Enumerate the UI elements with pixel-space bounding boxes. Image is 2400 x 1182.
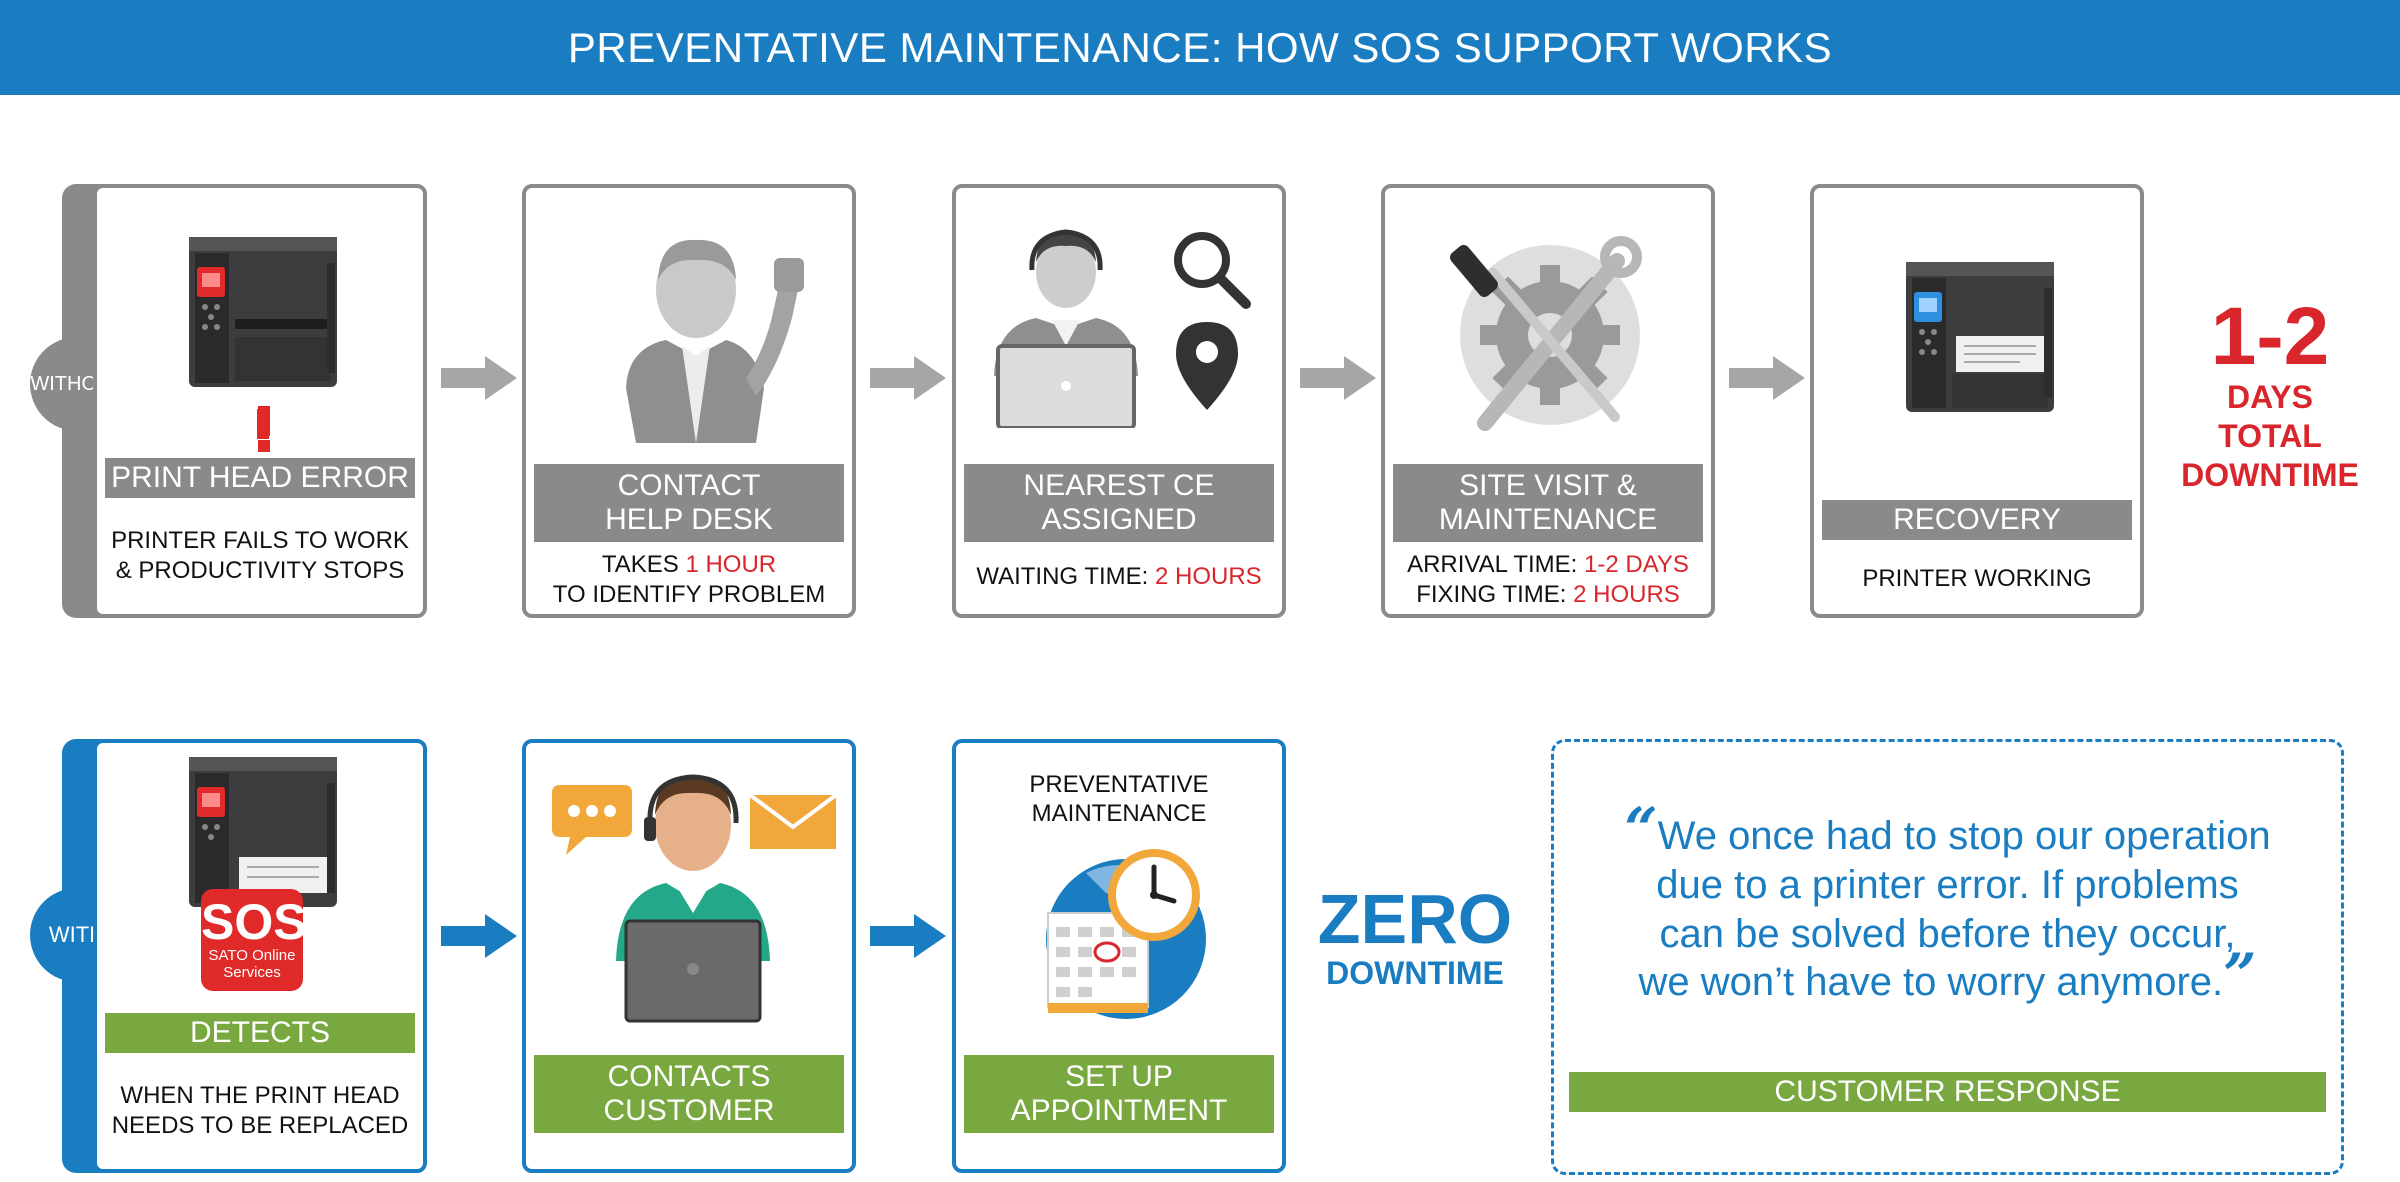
zero-downtime-result: ZERO DOWNTIME	[1300, 884, 1530, 992]
step-title: SITE VISIT &MAINTENANCE	[1393, 464, 1703, 542]
step-detects: SOS SATO Online Services DETECTS WHEN TH…	[93, 739, 427, 1173]
step-description: ARRIVAL TIME: 1-2 DAYS FIXING TIME: 2 HO…	[1407, 551, 1689, 608]
step-title: DETECTS	[105, 1013, 415, 1053]
printer-working-icon	[1906, 262, 2054, 412]
customer-quote-box: “We once had to stop our operation due t…	[1551, 739, 2344, 1175]
downtime-value: 1-2	[2210, 291, 2330, 382]
step-title: PRINT HEAD ERROR	[105, 458, 415, 498]
arrow-right-icon	[441, 914, 517, 958]
arrow-right-icon	[1300, 356, 1376, 400]
search-icon	[1174, 232, 1251, 309]
printer-error-icon	[189, 237, 337, 439]
step-description: TAKES 1 HOUR TO IDENTIFY PROBLEM	[552, 551, 826, 608]
quote-text: “We once had to stop our operation due t…	[1624, 795, 2271, 1010]
step-site-visit-maintenance: SITE VISIT &MAINTENANCE ARRIVAL TIME: 1-…	[1381, 184, 1715, 618]
sos-badge: SOS SATO Online Services	[201, 889, 307, 991]
envelope-icon	[748, 793, 838, 849]
arrow-right-icon	[441, 356, 517, 400]
step-description: WAITING TIME: 2 HOURS	[976, 563, 1262, 590]
calendar-clock-icon	[1046, 849, 1206, 1019]
operator-laptop-icon	[616, 774, 770, 1023]
step-print-head-error: PRINT HEAD ERROR PRINTER FAILS TO WORK& …	[93, 184, 427, 618]
zero-value: ZERO	[1317, 880, 1513, 958]
tools-gear-icon	[1450, 236, 1642, 431]
arrow-right-icon	[870, 914, 946, 958]
close-quote-mark: ”	[2223, 941, 2257, 1010]
location-pin-icon	[1176, 322, 1238, 410]
help-desk-person-icon	[626, 239, 804, 443]
exclamation-icon	[258, 406, 270, 452]
step-title: RECOVERY	[1822, 500, 2132, 540]
speech-bubble-icon	[552, 785, 632, 855]
technician-laptop-icon	[994, 229, 1138, 428]
step-description: PRINTER WORKING	[1862, 565, 2092, 592]
step-description: PRINTER FAILS TO WORK& PRODUCTIVITY STOP…	[111, 527, 409, 584]
downtime-result: 1-2 DAYS TOTAL DOWNTIME	[2160, 296, 2380, 495]
customer-response-label: CUSTOMER RESPONSE	[1569, 1072, 2326, 1112]
arrow-right-icon	[870, 356, 946, 400]
step-recovery: RECOVERY PRINTER WORKING	[1810, 184, 2144, 618]
open-quote-mark: “	[1624, 795, 1658, 863]
page-title: PREVENTATIVE MAINTENANCE: HOW SOS SUPPOR…	[0, 0, 2400, 95]
sos-printer-icon	[189, 757, 337, 907]
arrow-right-icon	[1729, 356, 1805, 400]
